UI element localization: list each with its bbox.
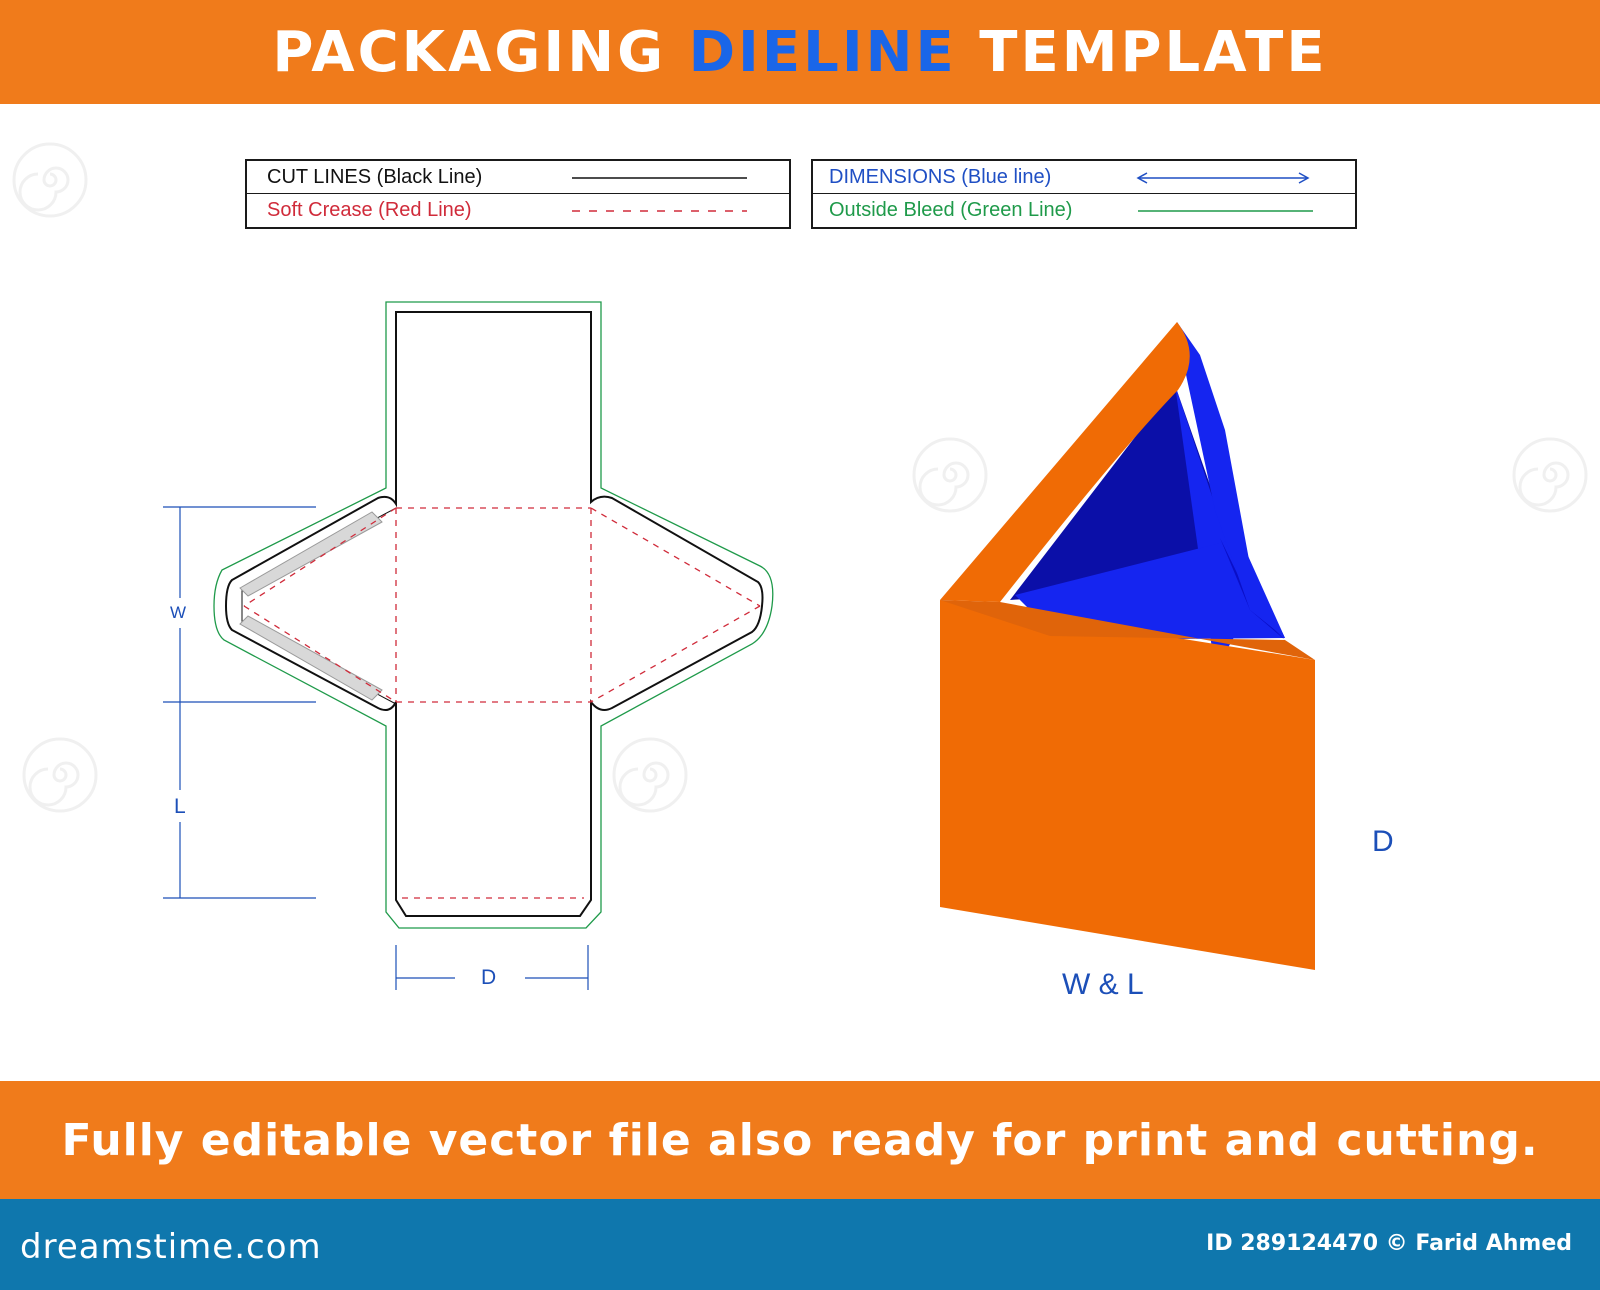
legend-row-soft-crease: Soft Crease (Red Line) xyxy=(247,194,789,226)
footer-tagline: Fully editable vector file also ready fo… xyxy=(61,1114,1539,1166)
footer-brand-bar: dreamstime.com ID 289124470 © Farid Ahme… xyxy=(0,1199,1600,1290)
legend-divider xyxy=(247,193,789,194)
box-blue-flap xyxy=(1177,322,1285,638)
box-front-face xyxy=(940,600,1315,970)
title-bar: PACKAGING DIELINE TEMPLATE xyxy=(0,0,1600,104)
legend-row-outside-bleed: Outside Bleed (Green Line) xyxy=(813,194,1355,226)
glue-strip-upper xyxy=(239,511,383,597)
cut-line-outline xyxy=(224,311,764,917)
footer-tagline-bar: Fully editable vector file also ready fo… xyxy=(0,1081,1600,1199)
watermark-spiral-icon xyxy=(1512,437,1588,513)
image-credit: ID 289124470 © Farid Ahmed xyxy=(1206,1231,1572,1256)
legend-row-cut-lines: CUT LINES (Black Line) xyxy=(247,161,789,193)
title-part2: TEMPLATE xyxy=(979,19,1328,85)
dimension-label-w: W xyxy=(170,603,187,622)
dimension-label-d: D xyxy=(481,966,497,989)
left-flap-inner xyxy=(241,507,397,705)
dimension-lines xyxy=(163,506,589,990)
box-3d-render xyxy=(940,322,1315,970)
page-title: PACKAGING DIELINE TEMPLATE xyxy=(272,20,1327,85)
glue-strip-lower xyxy=(239,615,383,701)
legend-box-left: CUT LINES (Black Line) Soft Crease (Red … xyxy=(245,159,791,229)
box-front-edge xyxy=(940,600,1315,660)
cut-line-sample xyxy=(572,177,747,179)
legend-label-soft-crease: Soft Crease (Red Line) xyxy=(267,198,472,221)
box-label-d: D xyxy=(1372,825,1394,858)
legend-box-right: DIMENSIONS (Blue line) Outside Bleed (Gr… xyxy=(811,159,1357,229)
bleed-outline xyxy=(213,301,774,929)
dieline-template xyxy=(163,301,774,990)
box-label-wl: W & L xyxy=(1062,968,1144,1001)
legend-divider xyxy=(813,193,1355,194)
brand-logo[interactable]: dreamstime.com xyxy=(20,1227,322,1267)
dimension-label-l: L xyxy=(174,795,186,818)
bleed-line-sample xyxy=(1138,210,1313,212)
crease-line-sample xyxy=(572,210,747,212)
legend-label-outside-bleed: Outside Bleed (Green Line) xyxy=(829,198,1073,221)
crease-lines xyxy=(243,507,761,899)
legend-label-cut-lines: CUT LINES (Black Line) xyxy=(267,165,483,188)
box-inner-floor xyxy=(1015,538,1285,640)
title-highlight: DIELINE xyxy=(688,19,957,85)
legend-label-dimensions: DIMENSIONS (Blue line) xyxy=(829,165,1052,188)
box-top-panel xyxy=(940,322,1190,602)
dimension-arrow-sample xyxy=(1136,172,1310,184)
title-part1: PACKAGING xyxy=(272,19,667,85)
legend-row-dimensions: DIMENSIONS (Blue line) xyxy=(813,161,1355,193)
